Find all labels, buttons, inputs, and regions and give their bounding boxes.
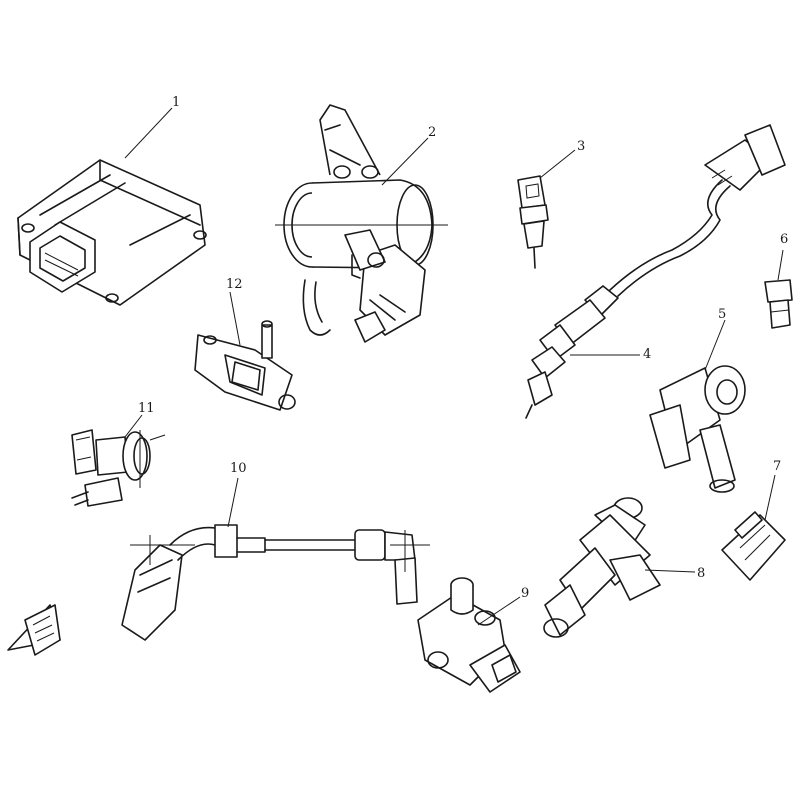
part-temp-sensor: 3 — [517, 139, 585, 269]
part-throttle-body: 2 — [275, 104, 448, 343]
part-knock-sensor: 5 — [649, 307, 746, 493]
callout-9: 9 — [521, 586, 529, 601]
part-solenoid-valve: 11 — [71, 401, 166, 507]
callout-1: 1 — [172, 95, 180, 110]
callout-6: 6 — [780, 232, 788, 247]
callout-5: 5 — [718, 307, 726, 322]
part-map-sensor: 12 — [194, 277, 296, 411]
callout-8: 8 — [697, 566, 705, 581]
part-fuel-injector: 8 — [543, 497, 705, 638]
callout-12: 12 — [226, 277, 243, 292]
callout-4: 4 — [643, 347, 651, 362]
callout-10: 10 — [230, 461, 247, 476]
part-small-sensor: 6 — [764, 232, 793, 329]
part-oxygen-sensor: 4 — [525, 124, 786, 419]
part-connector-7: 7 — [721, 459, 786, 581]
part-pressure-sensor: 9 — [417, 577, 529, 693]
callout-3: 3 — [577, 139, 585, 154]
callout-11: 11 — [138, 401, 155, 416]
callout-2: 2 — [428, 125, 436, 140]
part-connector-unlabeled — [7, 604, 61, 656]
callout-7: 7 — [773, 459, 781, 474]
part-speed-sensor: 10 — [121, 461, 430, 641]
part-ecu: 1 — [17, 95, 207, 306]
